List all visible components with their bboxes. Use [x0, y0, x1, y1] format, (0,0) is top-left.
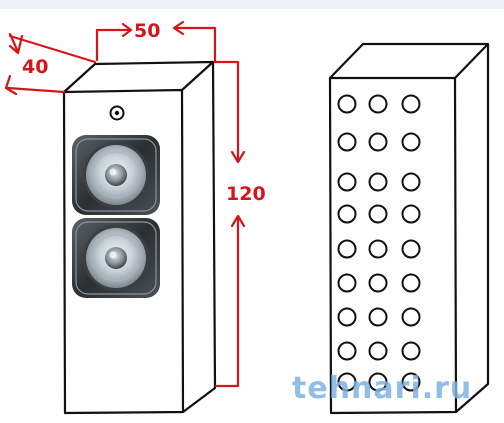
height-label: 120	[226, 183, 266, 205]
height-arrow-down	[230, 150, 246, 164]
front-cabinet	[62, 60, 217, 415]
ventilation-hole	[401, 372, 421, 392]
ventilation-hole	[337, 172, 357, 192]
width-dim-left	[95, 28, 132, 62]
ventilation-hole	[337, 273, 357, 293]
dimension-lines	[4, 20, 246, 388]
ventilation-hole	[368, 172, 388, 192]
width-dim-right	[174, 26, 217, 64]
ventilation-hole	[337, 132, 357, 152]
width-label: 50	[134, 20, 160, 42]
grille-front-face	[328, 76, 458, 415]
ventilation-holes	[337, 94, 421, 392]
ventilation-hole	[401, 341, 421, 361]
grille-side-face	[455, 44, 490, 413]
width-arrow-left	[172, 20, 185, 36]
ventilation-hole	[337, 239, 357, 259]
top-strip	[0, 0, 504, 9]
ventilation-hole	[368, 307, 388, 327]
ventilation-hole	[401, 239, 421, 259]
ventilation-hole	[401, 204, 421, 224]
grille-top-face	[329, 42, 490, 79]
ventilation-hole	[337, 307, 357, 327]
width-arrow-right	[121, 22, 133, 38]
height-arrow-up	[230, 214, 246, 228]
cabinet-side-face	[182, 61, 217, 413]
ventilation-hole	[401, 172, 421, 192]
depth-dim-bottom	[6, 86, 66, 94]
ventilation-hole	[368, 239, 388, 259]
depth-dim-top	[8, 34, 97, 64]
depth-label: 40	[22, 56, 48, 78]
ventilation-hole	[368, 372, 388, 392]
ventilation-hole	[337, 372, 357, 392]
height-dim-top	[213, 60, 240, 162]
rear-cabinet	[328, 42, 490, 415]
ventilation-hole	[337, 94, 357, 114]
depth-arrow-top-head	[8, 34, 24, 55]
speaker-driver-icon	[72, 135, 160, 215]
ventilation-hole	[401, 94, 421, 114]
cabinet-port	[109, 105, 125, 121]
ventilation-hole	[368, 132, 388, 152]
depth-arrow-bottom	[4, 74, 18, 96]
cabinet-top-face	[63, 60, 215, 93]
watermark-text: tehnari.ru	[292, 371, 472, 406]
ventilation-hole	[337, 341, 357, 361]
ventilation-hole	[368, 94, 388, 114]
ventilation-hole	[401, 307, 421, 327]
ventilation-hole	[368, 341, 388, 361]
ventilation-hole	[401, 132, 421, 152]
ventilation-hole	[337, 204, 357, 224]
ventilation-hole	[368, 204, 388, 224]
height-dim-bottom	[214, 216, 240, 388]
speaker-driver-icon	[72, 218, 160, 298]
ventilation-hole	[401, 273, 421, 293]
ventilation-hole	[368, 273, 388, 293]
